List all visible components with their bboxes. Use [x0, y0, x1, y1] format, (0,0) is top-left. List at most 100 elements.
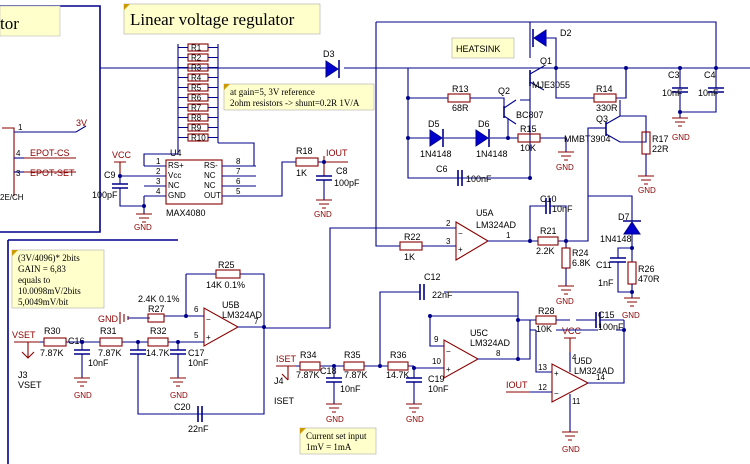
svg-text:2: 2 — [156, 167, 161, 176]
svg-text:14: 14 — [596, 373, 605, 382]
svg-text:C9: C9 — [104, 170, 116, 180]
svg-text:R36: R36 — [390, 350, 407, 360]
svg-text:VSET: VSET — [12, 330, 36, 340]
net-q2 — [407, 68, 531, 179]
svg-text:Current set input: Current set input — [306, 431, 367, 441]
net-d5-d6 — [408, 118, 509, 139]
svg-text:−: − — [206, 315, 211, 324]
svg-text:GND: GND — [556, 163, 574, 172]
svg-text:4: 4 — [572, 353, 577, 362]
svg-text:100nF: 100nF — [598, 322, 624, 332]
c12-cap: C12 22nF — [419, 272, 453, 300]
r22-resistor: R22 1K — [399, 232, 423, 262]
svg-text:U4: U4 — [170, 148, 182, 158]
svg-text:10nF: 10nF — [662, 88, 683, 98]
svg-text:7.87K: 7.87K — [296, 370, 320, 380]
svg-text:GND: GND — [556, 297, 574, 306]
svg-text:LM324AD: LM324AD — [574, 366, 615, 376]
svg-text:3: 3 — [446, 237, 451, 246]
svg-text:C10: C10 — [540, 194, 557, 204]
net-r13 — [408, 97, 505, 108]
vset-chain: VSET R30 7.87K R31 7.87K R32 14.7K J3 VS… — [12, 326, 265, 415]
svg-text:7.87K: 7.87K — [40, 348, 64, 358]
r28-resistor: R28 10K — [518, 306, 570, 334]
svg-text:10K: 10K — [536, 324, 552, 334]
svg-text:R22: R22 — [404, 232, 421, 242]
svg-text:equals to: equals to — [18, 275, 51, 285]
svg-text:R13: R13 — [452, 84, 469, 94]
svg-text:NC: NC — [204, 171, 216, 180]
u5c-opamp: − + U5C LM324AD 9 10 8 — [379, 291, 536, 379]
d7-c11-r26: D7 1N4148 C11 1nF R26 470R GND — [588, 68, 660, 320]
svg-text:R35: R35 — [344, 350, 361, 360]
svg-text:R15: R15 — [520, 124, 537, 134]
r18-c8: R18 1K IOUT C8 100pF GND — [282, 146, 360, 219]
svg-text:D6: D6 — [478, 119, 490, 129]
r14-resistor: R14 330R — [593, 84, 618, 113]
svg-text:ISET: ISET — [274, 396, 295, 406]
svg-text:J4: J4 — [274, 376, 284, 386]
vcc-c9: VCC C9 100pF GND — [92, 150, 152, 232]
r21-resistor: R21 2.2K — [536, 226, 559, 256]
svg-text:7.87K: 7.87K — [98, 348, 122, 358]
svg-text:C18: C18 — [320, 366, 337, 376]
svg-text:LM324AD: LM324AD — [222, 310, 263, 320]
svg-text:10nF: 10nF — [552, 204, 573, 214]
svg-text:NC: NC — [204, 181, 216, 190]
svg-text:100pF: 100pF — [334, 178, 360, 188]
svg-text:MJE3055: MJE3055 — [532, 80, 570, 90]
left-subsheet-frame: tor — [0, 5, 101, 233]
iset-chain: ISET R34 7.87K R35 7.87K R36 14.7K J4 IS… — [274, 350, 449, 424]
page-title: Linear voltage regulator — [130, 10, 295, 29]
svg-text:RS+: RS+ — [168, 161, 184, 170]
svg-text:R34: R34 — [300, 350, 317, 360]
svg-text:6: 6 — [236, 177, 241, 186]
svg-text:GND: GND — [562, 445, 580, 454]
svg-text:100nF: 100nF — [466, 174, 492, 184]
svg-text:1N4148: 1N4148 — [600, 234, 632, 244]
feedback-rail — [375, 22, 400, 247]
svg-text:6: 6 — [194, 305, 199, 314]
svg-text:+: + — [554, 369, 559, 378]
svg-text:1mV = 1mA: 1mV = 1mA — [306, 442, 352, 452]
svg-text:1: 1 — [18, 123, 23, 132]
d6-diode: D6 1N4148 — [475, 119, 508, 159]
d2-diode: D2 — [529, 22, 572, 68]
svg-text:1N4148: 1N4148 — [476, 149, 508, 159]
r17-resistor: R17 22R GND — [638, 131, 669, 195]
array-resistor-label: R9 — [191, 124, 202, 133]
svg-text:C15: C15 — [598, 310, 615, 320]
svg-text:C6: C6 — [436, 164, 448, 174]
c20-cap: C20 22nF — [174, 402, 209, 434]
svg-text:22R: 22R — [652, 144, 669, 154]
svg-text:MAX4080: MAX4080 — [166, 208, 206, 218]
bits-note: (3V/4096)* 2bits GAIN = 6,83 equals to 1… — [11, 249, 105, 309]
svg-text:GND: GND — [638, 186, 656, 195]
c6-cap: C6 100nF — [408, 164, 530, 186]
svg-text:7: 7 — [236, 167, 241, 176]
array-resistor-label: R6 — [191, 94, 202, 103]
svg-text:C11: C11 — [596, 260, 612, 270]
svg-text:2: 2 — [446, 219, 451, 228]
svg-text:R30: R30 — [44, 326, 61, 336]
array-resistor-label: R5 — [191, 84, 202, 93]
svg-text:C16: C16 — [68, 336, 85, 346]
svg-text:2ohm resistors -> shunt=0.2R 1: 2ohm resistors -> shunt=0.2R 1V/A — [230, 98, 360, 108]
svg-text:R26: R26 — [638, 264, 655, 274]
svg-text:C12: C12 — [424, 272, 441, 282]
svg-text:R28: R28 — [538, 306, 555, 316]
r24-resistor: R24 6.8K GND — [556, 247, 591, 306]
svg-text:10.0098mV/2bits: 10.0098mV/2bits — [18, 286, 81, 296]
svg-text:RS-: RS- — [204, 161, 218, 170]
svg-text:1: 1 — [506, 231, 511, 240]
svg-text:3: 3 — [156, 177, 161, 186]
r15-resistor: R15 10K GND — [517, 124, 574, 172]
svg-text:22nF: 22nF — [432, 290, 453, 300]
heatsink-box: HEATSINK — [451, 37, 515, 59]
svg-text:Q1: Q1 — [540, 56, 552, 66]
svg-text:GND: GND — [74, 391, 92, 400]
svg-text:+: + — [458, 245, 463, 254]
svg-text:GND: GND — [672, 133, 690, 142]
svg-text:2.4K 0.1%: 2.4K 0.1% — [138, 294, 180, 304]
svg-text:8: 8 — [496, 349, 501, 358]
